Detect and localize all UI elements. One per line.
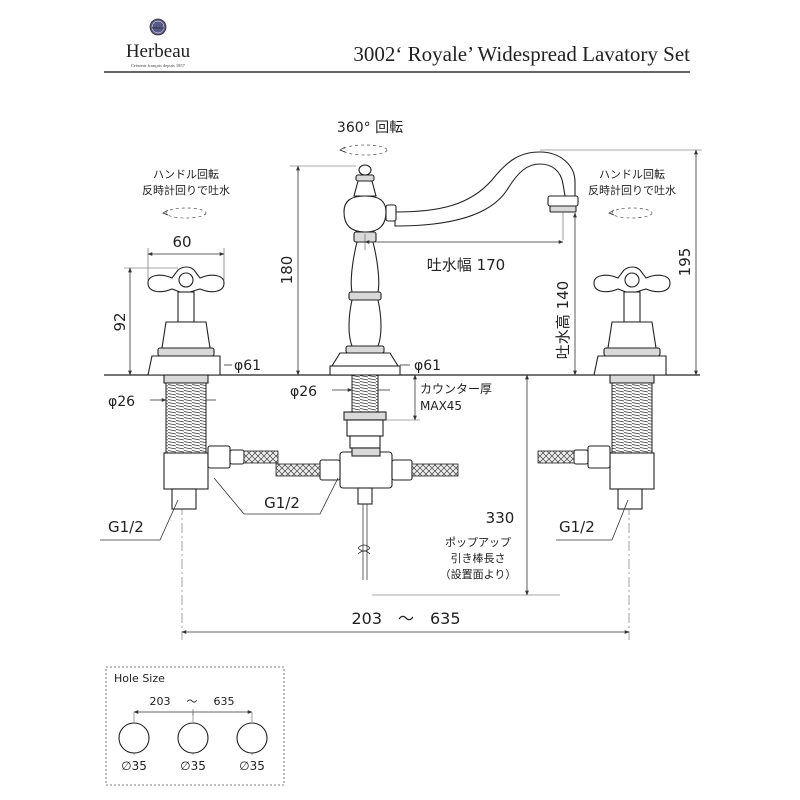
hole-size-title: Hole Size	[114, 672, 165, 685]
left-flange-dia-label: φ61	[234, 358, 261, 374]
brand-seal-text: HERBEAU	[152, 26, 165, 30]
hole-range-min: 203	[150, 695, 171, 708]
drawing-title: 3002‘ Royale’ Widespread Lavatory Set	[353, 42, 690, 66]
brand-name: Herbeau	[126, 41, 191, 62]
left-handle-note-1: ハンドル回転	[153, 168, 219, 181]
handle-width-label: 60	[172, 233, 191, 251]
hole-range-sep: ～	[187, 695, 198, 708]
right-thread-label: G1/2	[559, 518, 595, 536]
right-handle-note-2: 反時計回りで吐水	[588, 183, 676, 197]
total-height-label: 195	[676, 248, 694, 277]
brand-logo: HERBEAU Herbeau Créateur français depuis…	[126, 18, 191, 68]
outlet-height-label: 吐水高 140	[554, 281, 572, 359]
spout-reach-label: 吐水幅 170	[427, 256, 505, 274]
hole-1-dia: ∅35	[121, 759, 147, 773]
counter-thickness-label-2: MAX45	[420, 399, 462, 413]
counter-thickness-label-1: カウンター厚	[420, 382, 492, 396]
popup-note-3: （設置面より）	[440, 567, 517, 581]
hole-3	[236, 722, 268, 754]
right-handle-rotation-icon	[608, 207, 653, 219]
aerator	[547, 195, 579, 207]
left-thread-leader	[100, 499, 179, 541]
hole-range-max: 635	[214, 695, 235, 708]
center-flange-dia-label: φ61	[414, 358, 441, 374]
handle-height-label: 92	[111, 312, 129, 331]
hole-3-dia: ∅35	[239, 759, 265, 773]
hole-size-panel: Hole Size 203 ～ 635 ∅35 ∅35 ∅35	[105, 666, 285, 786]
popup-note-1: ポップアップ	[445, 536, 511, 549]
right-handle-note-1: ハンドル回転	[599, 168, 665, 181]
popup-note-2: 引き棒長さ	[451, 551, 506, 565]
hole-2-dia: ∅35	[180, 759, 206, 773]
right-supply-hose	[411, 463, 459, 477]
center-thread-label: G1/2	[264, 494, 300, 512]
spout-rotation-icon	[339, 144, 388, 156]
hole-1	[118, 722, 150, 754]
spread-label: 203 ～ 635	[351, 609, 460, 628]
spout-rotation-label: 360° 回転	[337, 120, 403, 136]
center-shank-dia-label: φ26	[290, 384, 317, 400]
brand-tagline: Créateur français depuis 1857	[131, 63, 186, 68]
center-thread-leader	[213, 477, 339, 515]
left-handle-rotation-icon	[162, 207, 207, 219]
hole-2	[177, 722, 209, 754]
right-handle-valve	[537, 266, 671, 510]
left-supply-hose	[275, 463, 321, 477]
spout-height-label: 180	[278, 256, 296, 285]
left-handle-note-2: 反時計回りで吐水	[142, 183, 230, 197]
left-handle-valve	[147, 266, 279, 510]
popup-length-label: 330	[486, 509, 515, 527]
left-shank-dia-label: φ26	[108, 394, 135, 410]
brand-seal-icon	[149, 18, 167, 36]
left-thread-label: G1/2	[108, 518, 144, 536]
spout-body	[319, 151, 579, 580]
